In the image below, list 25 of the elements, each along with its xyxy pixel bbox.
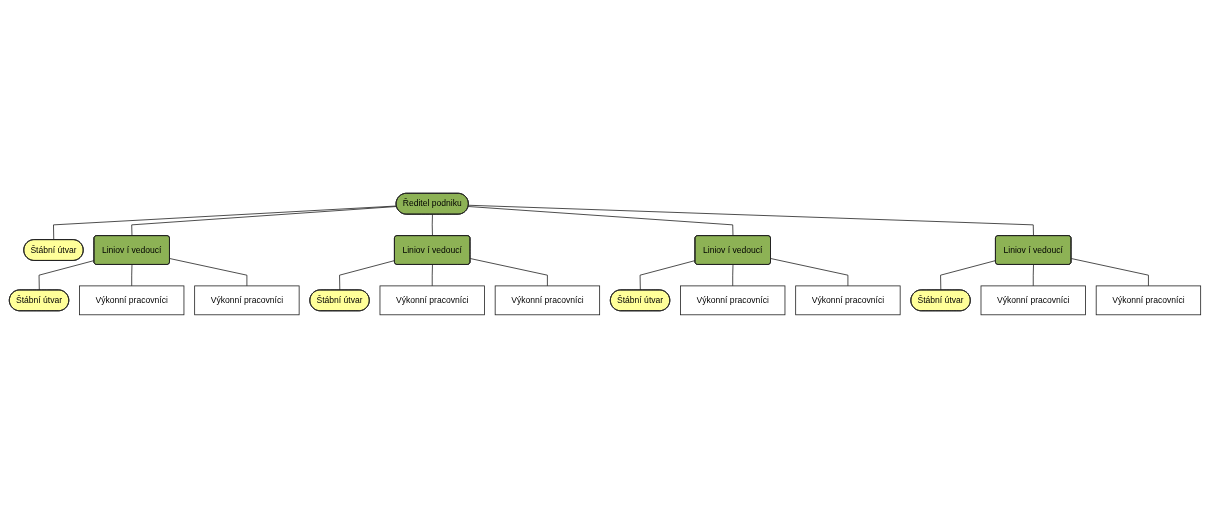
connector (731, 264, 733, 287)
node-box: Výkonní pracovníci (379, 285, 485, 316)
node-box: Výkonní pracovníci (78, 285, 184, 316)
connector (1032, 264, 1034, 287)
connector (130, 206, 397, 237)
connector (467, 206, 733, 237)
connector (769, 258, 848, 287)
connector (168, 258, 247, 287)
node-box: Výkonní pracovníci (193, 285, 300, 316)
connector (639, 260, 696, 292)
node-box: Výkonní pracovníci (494, 285, 600, 316)
connector (338, 260, 395, 292)
node-box: Výkonní pracovníci (794, 285, 901, 316)
connector (130, 264, 132, 287)
connector (939, 260, 996, 292)
connector (52, 206, 397, 241)
connector (467, 205, 1034, 237)
connector (1070, 258, 1149, 287)
node-box: Výkonní pracovníci (1095, 285, 1201, 316)
node-box: Výkonní pracovníci (679, 285, 785, 316)
connector (38, 260, 95, 292)
node-box: Výkonní pracovníci (980, 285, 1086, 316)
connector (469, 258, 548, 287)
connector (431, 214, 433, 237)
connector (431, 264, 433, 287)
